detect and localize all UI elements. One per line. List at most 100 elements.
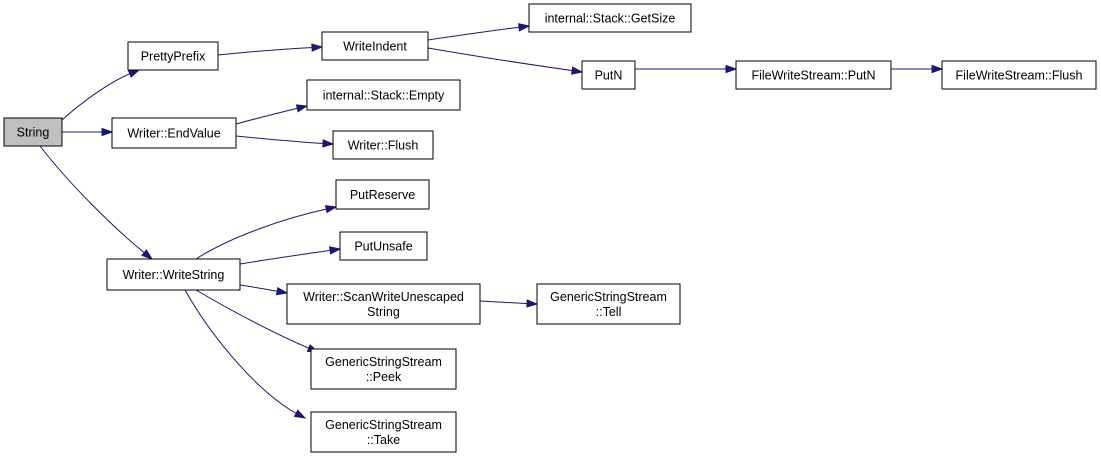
arrow-head-icon — [931, 64, 944, 74]
node-generic-string-stream-tell[interactable]: GenericStringStream::Tell — [536, 283, 681, 325]
node-label: Writer::ScanWriteUnescaped — [303, 290, 464, 304]
arrow-head-icon — [293, 409, 307, 419]
node-label: ::Peek — [366, 370, 402, 384]
node-box — [310, 411, 457, 453]
node-label: PutUnsafe — [354, 240, 412, 254]
edge-file-write-stream-put-n-to-file-write-stream-flush — [891, 64, 944, 74]
node-label: GenericStringStream — [325, 418, 442, 432]
edge-string-to-writer-write-string — [39, 145, 154, 260]
node-put-n[interactable]: PutN — [581, 60, 636, 90]
node-box — [106, 258, 241, 291]
edge-line — [427, 26, 521, 41]
node-label: PutReserve — [350, 188, 415, 202]
edge-line — [235, 135, 325, 144]
node-box — [735, 60, 892, 90]
node-label: internal::Stack::GetSize — [545, 12, 676, 26]
edge-writer-end-value-to-writer-flush — [235, 135, 335, 148]
node-label: internal::Stack::Empty — [323, 89, 445, 103]
edge-line — [217, 47, 314, 56]
node-box — [536, 283, 681, 325]
node-label: ::Take — [367, 433, 400, 447]
node-label: Writer::WriteString — [123, 268, 225, 282]
node-box — [941, 60, 1097, 90]
node-file-write-stream-flush[interactable]: FileWriteStream::Flush — [941, 60, 1097, 90]
node-write-indent[interactable]: WriteIndent — [321, 31, 429, 61]
node-string[interactable]: String — [3, 117, 63, 147]
arrow-head-icon — [725, 64, 738, 74]
nodes-layer: StringPrettyPrefixWriteIndentinternal::S… — [3, 3, 1097, 453]
edge-writer-scan-write-unescaped-string-to-generic-string-stream-tell — [479, 299, 539, 308]
arrow-head-icon — [311, 43, 324, 52]
edge-writer-write-string-to-put-reserve — [195, 205, 338, 260]
node-box — [286, 283, 481, 325]
node-stack-empty[interactable]: internal::Stack::Empty — [306, 79, 461, 111]
arrow-head-icon — [101, 127, 114, 137]
node-label: WriteIndent — [343, 40, 407, 54]
edges-layer — [39, 23, 944, 419]
edge-string-to-pretty-prefix — [61, 69, 141, 121]
arrow-head-icon — [295, 104, 309, 113]
node-file-write-stream-put-n[interactable]: FileWriteStream::PutN — [735, 60, 892, 90]
node-label: Writer::EndValue — [127, 127, 220, 141]
arrow-head-icon — [127, 69, 141, 78]
edge-pretty-prefix-to-write-indent — [217, 43, 324, 56]
node-box — [332, 130, 434, 160]
arrow-head-icon — [322, 139, 335, 148]
node-generic-string-stream-peek[interactable]: GenericStringStream::Peek — [310, 348, 457, 390]
node-label: ::Tell — [596, 305, 622, 319]
node-writer-write-string[interactable]: Writer::WriteString — [106, 258, 241, 291]
node-label: String — [367, 305, 400, 319]
node-label: FileWriteStream::PutN — [751, 69, 875, 83]
node-box — [111, 117, 237, 149]
arrow-head-icon — [571, 66, 584, 75]
node-pretty-prefix[interactable]: PrettyPrefix — [127, 41, 219, 71]
node-label: PrettyPrefix — [141, 50, 206, 64]
edge-writer-write-string-to-put-unsafe — [239, 246, 342, 265]
node-put-unsafe[interactable]: PutUnsafe — [339, 231, 428, 261]
node-label: FileWriteStream::Flush — [956, 69, 1083, 83]
edge-line — [61, 72, 131, 121]
node-label: String — [17, 126, 50, 140]
node-box — [306, 79, 461, 111]
node-box — [3, 117, 63, 147]
arrow-head-icon — [324, 205, 338, 214]
edge-write-indent-to-put-n — [427, 47, 584, 75]
node-box — [581, 60, 636, 90]
node-box — [310, 348, 457, 390]
edge-line — [184, 289, 298, 415]
arrow-head-icon — [518, 23, 531, 32]
node-label: Writer::Flush — [348, 139, 419, 153]
node-box — [127, 41, 219, 71]
node-label: PutN — [595, 69, 623, 83]
edge-write-indent-to-stack-get-size — [427, 23, 531, 41]
arrow-head-icon — [275, 287, 289, 296]
edge-put-n-to-file-write-stream-put-n — [635, 64, 738, 74]
node-box — [321, 31, 429, 61]
node-label: GenericStringStream — [325, 355, 442, 369]
edge-line — [427, 47, 574, 72]
edge-writer-end-value-to-stack-empty — [235, 104, 309, 125]
edge-line — [235, 107, 299, 125]
edge-line — [479, 300, 529, 305]
node-stack-get-size[interactable]: internal::Stack::GetSize — [528, 3, 692, 33]
edge-line — [195, 208, 328, 260]
node-put-reserve[interactable]: PutReserve — [335, 179, 430, 210]
node-writer-end-value[interactable]: Writer::EndValue — [111, 117, 237, 149]
node-box — [339, 231, 428, 261]
node-writer-flush[interactable]: Writer::Flush — [332, 130, 434, 160]
edge-line — [39, 145, 146, 254]
edge-string-to-writer-end-value — [62, 127, 114, 137]
arrow-head-icon — [526, 299, 539, 308]
edge-line — [239, 249, 332, 265]
node-box — [335, 179, 430, 210]
arrow-head-icon — [141, 249, 154, 260]
edge-writer-write-string-to-generic-string-stream-take — [184, 289, 307, 419]
node-generic-string-stream-take[interactable]: GenericStringStream::Take — [310, 411, 457, 453]
edge-line — [195, 289, 310, 349]
node-box — [528, 3, 692, 33]
edge-writer-write-string-to-writer-scan-write-unescaped-string — [239, 284, 289, 296]
arrow-head-icon — [329, 246, 342, 255]
edge-line — [239, 284, 279, 292]
